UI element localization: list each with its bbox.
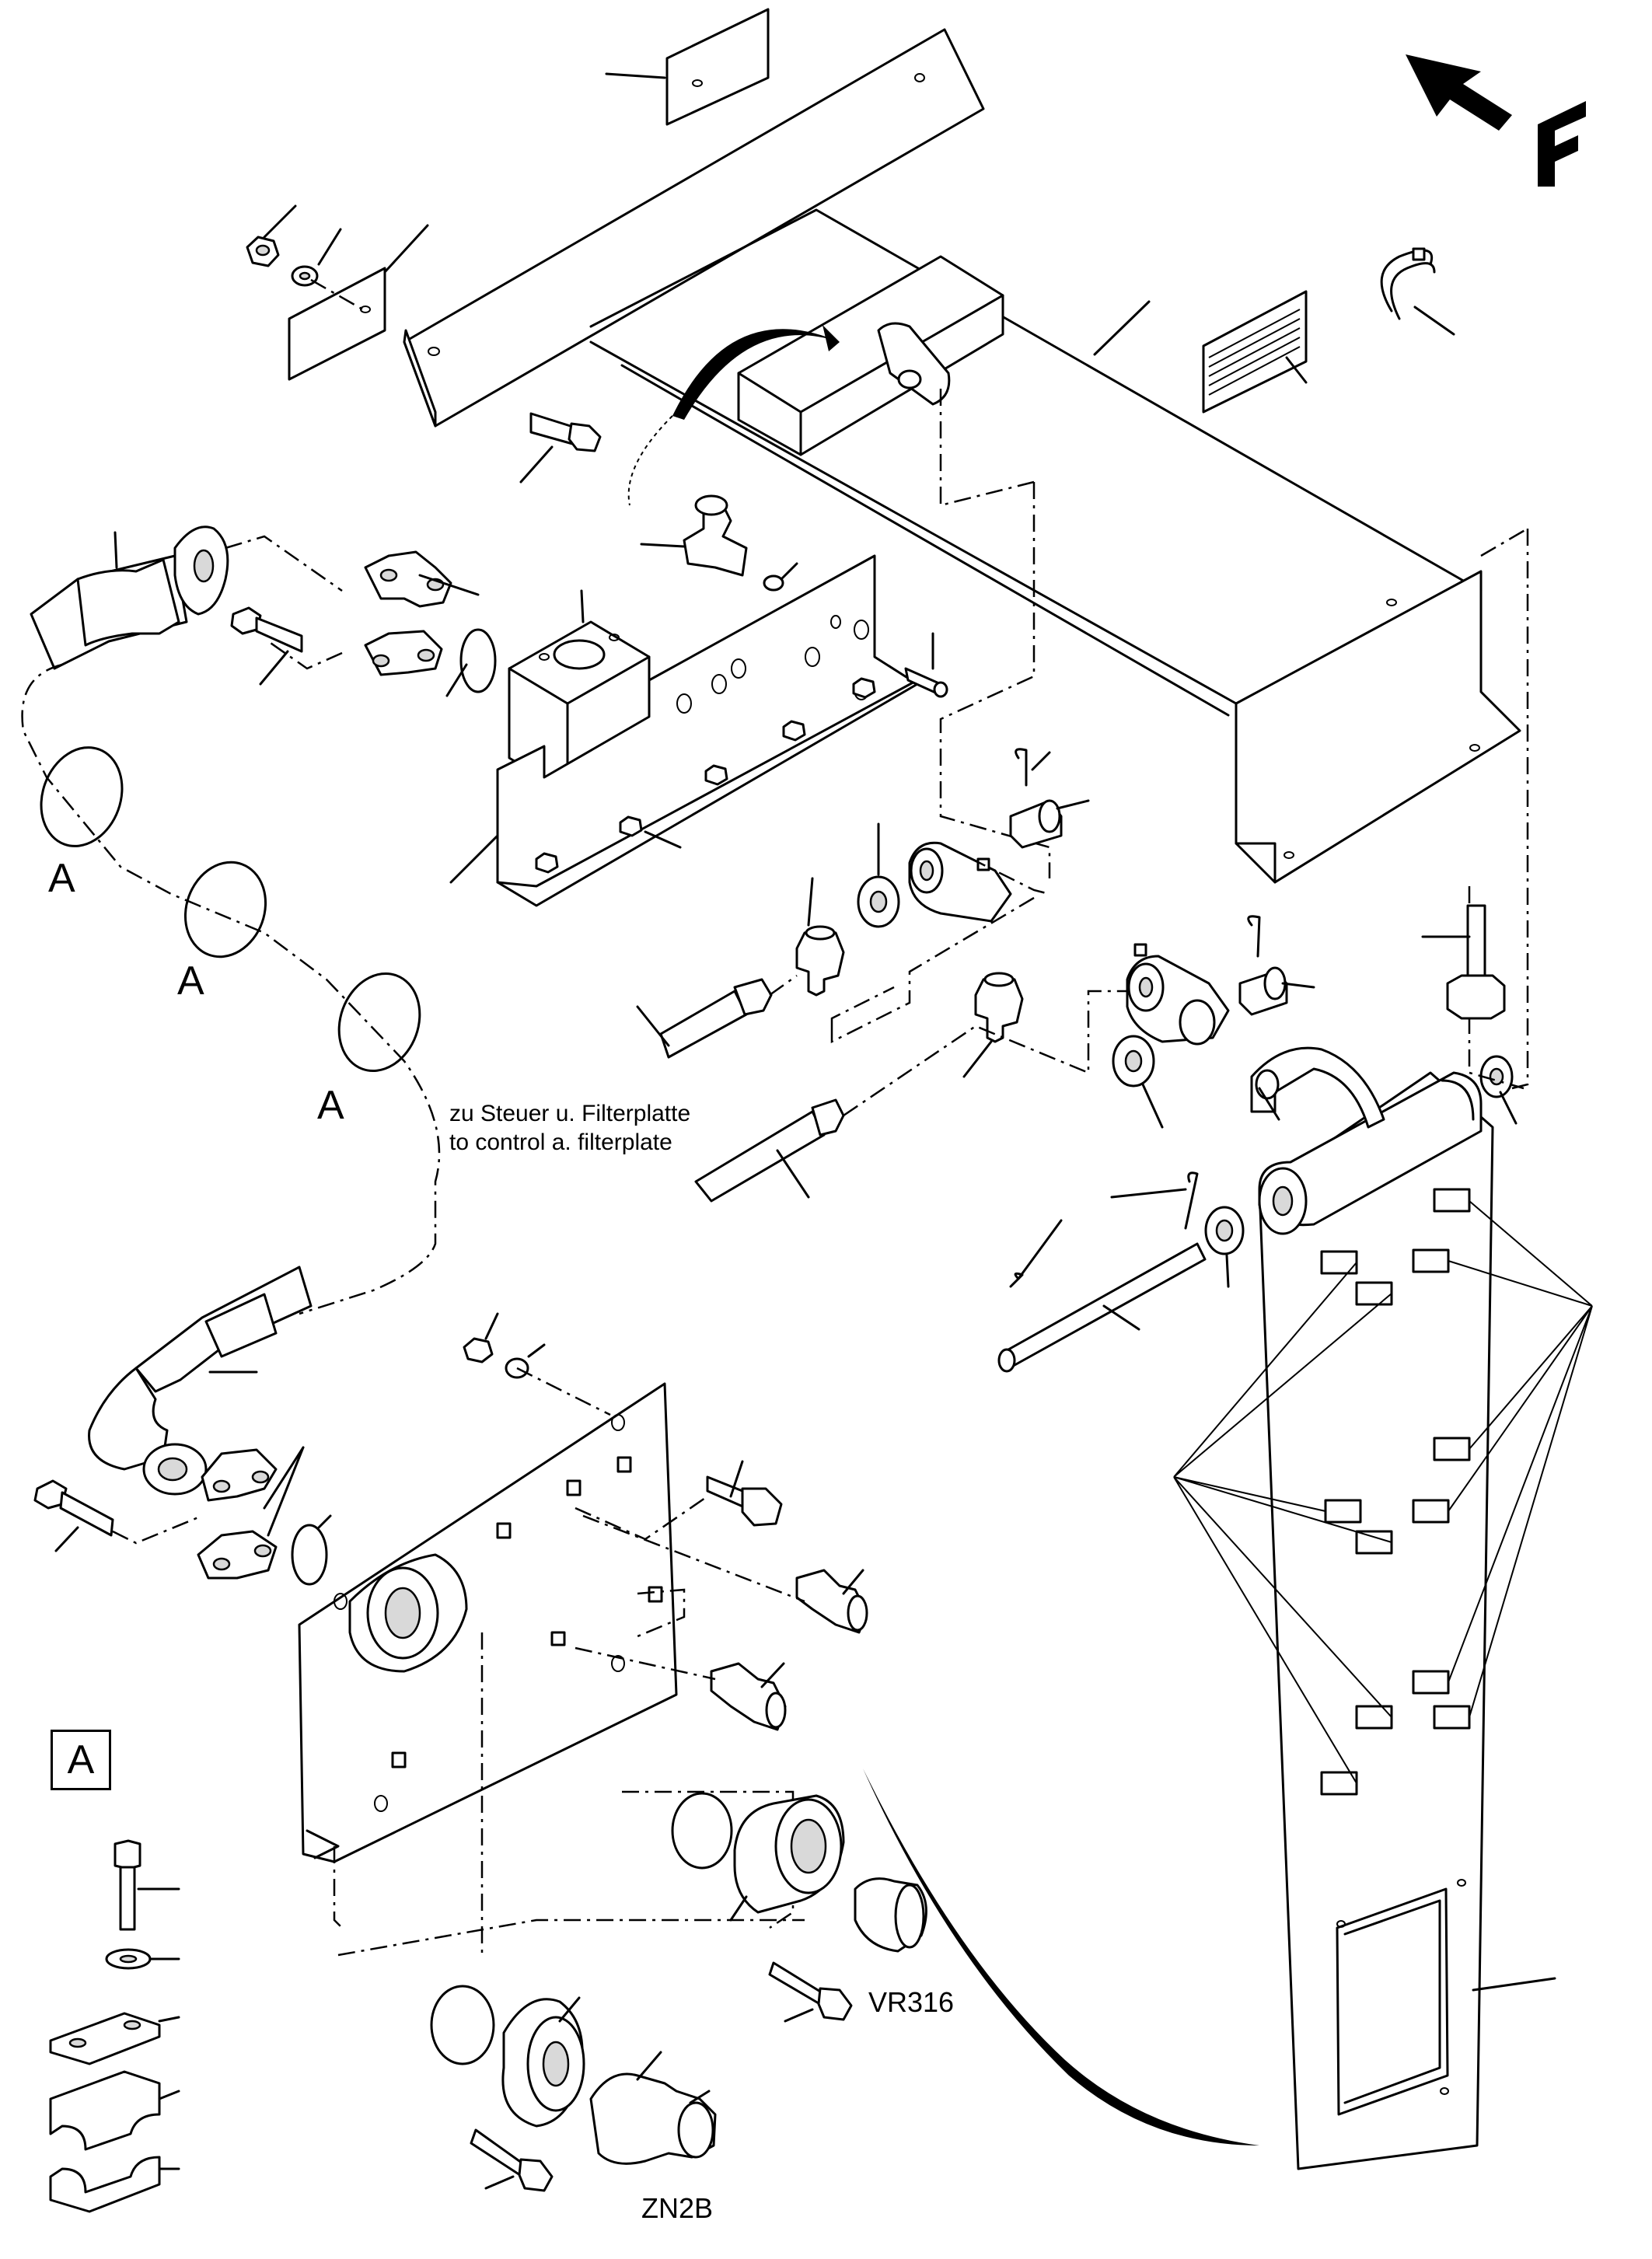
adapter-fitting-1 (795, 1569, 868, 1634)
hose-lower-left (88, 1266, 313, 1496)
clevis-cylinder-upper (908, 841, 1012, 923)
clamp-leader-lines (1173, 1200, 1593, 1784)
split-flange-upper (364, 550, 480, 676)
split-flange-lower (197, 1446, 305, 1580)
nut (246, 204, 297, 267)
assembly-line-21 (1511, 529, 1529, 1090)
assembly-line-5 (267, 640, 343, 670)
reference-arrow (672, 329, 840, 420)
vr316-screw (768, 1961, 853, 2023)
assembly-line-20 (843, 990, 1127, 1117)
o-ring-lower (291, 1514, 332, 1586)
label-plate (1202, 290, 1308, 414)
flange-bolt-upper (230, 606, 303, 686)
cover-plate-left (288, 224, 429, 381)
detail-a-washer (105, 1948, 180, 1970)
coupling-flange (501, 1996, 585, 2128)
angle-bracket (403, 28, 985, 428)
section-circle-1 (40, 746, 124, 847)
boom-hex-bolt (1421, 904, 1506, 1020)
detail-a-clamp-upper (49, 2070, 180, 2151)
pivot-block (737, 255, 1004, 456)
assembly-line-18 (830, 986, 895, 1026)
o-ring-3 (671, 1792, 733, 1870)
zn2b-coupling (589, 2051, 717, 2165)
threaded-stud (904, 632, 948, 698)
dust-cap (854, 1877, 927, 1953)
assembly-line-16 (940, 842, 1050, 896)
plate-nuts (535, 677, 876, 874)
detail-a-box: A (51, 1730, 111, 1790)
assembly-line-4 (225, 535, 343, 592)
assembly-line-9 (582, 1514, 805, 1603)
reference-arc (863, 1768, 1259, 2146)
section-marker-a-2: A (177, 958, 204, 1004)
assembly-line-6 (112, 1514, 203, 1545)
split-pin-lower (1247, 915, 1261, 958)
pin-lower (1238, 966, 1315, 1016)
hex-bolt (519, 412, 602, 484)
o-ring-upper (445, 628, 497, 697)
section-circle-3 (337, 972, 421, 1073)
reference-arrow-head (823, 325, 840, 351)
section-marker-a-1: A (48, 856, 75, 901)
assembly-line-3 (939, 389, 1035, 507)
section-circle-2 (183, 861, 267, 958)
adapter-fitting-2 (710, 1662, 787, 1731)
assembly-line-22 (1468, 886, 1525, 1090)
tee-fitting-lower (962, 972, 1024, 1078)
lower-hex-bolt (706, 1460, 783, 1527)
pin-upper (1009, 799, 1090, 849)
hose-mid-right (694, 1098, 845, 1203)
note-line-german: zu Steuer u. Filterplatte (449, 1101, 691, 1126)
reference-dotted (627, 415, 673, 506)
assembly-line-17 (830, 896, 1035, 1044)
control-plate (449, 554, 919, 907)
washer-arm (1204, 1206, 1245, 1288)
tee-fitting-upper (795, 877, 845, 997)
hose-route-dashed (21, 663, 441, 1315)
hose-upper-left (30, 525, 229, 670)
assembly-line-11 (637, 1588, 686, 1638)
boom-clamps (1320, 1188, 1471, 1796)
boom-lug (1250, 1046, 1385, 1129)
zn2b-screw (470, 2128, 554, 2192)
assembly-line-23 (1480, 527, 1528, 557)
hose-upper-right (636, 978, 773, 1059)
part-label-vr316: VR316 (868, 1986, 955, 2018)
washer-upper-pin (857, 822, 900, 928)
washer (291, 228, 342, 287)
assembly-line-10 (575, 1646, 716, 1681)
front-direction-arrow-icon (1406, 54, 1586, 187)
assembly-line-19 (769, 974, 798, 997)
washer-lower-pin (1112, 1035, 1164, 1129)
o-ring-4 (430, 1985, 495, 2065)
long-pin (997, 1242, 1207, 1373)
assembly-line (310, 278, 366, 312)
coupling-plate (298, 1382, 678, 1863)
boom-arm (1258, 1071, 1556, 2170)
coupling-housing (729, 1794, 845, 1922)
lower-nut-washer (463, 1312, 546, 1379)
assembly-line-7 (516, 1367, 611, 1416)
main-frame (589, 208, 1521, 884)
detail-a-cover-plate (49, 2012, 180, 2065)
assembly-line-15 (337, 1919, 805, 1957)
assembly-line-13 (333, 1846, 343, 1929)
clevis-cylinder-lower (1126, 943, 1230, 1046)
hose-clamp (1380, 247, 1455, 336)
cover-plate-top (605, 8, 770, 126)
note-line-english: to control a. filterplate (449, 1130, 672, 1155)
split-pin-upper (1015, 748, 1051, 787)
detail-a-clamp-lower (49, 2156, 180, 2213)
detail-a-bolt (114, 1839, 180, 1931)
flange-bolt-lower (33, 1479, 114, 1552)
section-marker-a-3: A (317, 1083, 344, 1128)
split-pin-arm (1110, 1171, 1199, 1230)
washer-boom (1479, 1055, 1518, 1125)
elbow-fitting (640, 494, 798, 592)
split-pin-long (1009, 1219, 1063, 1288)
part-label-zn2b: ZN2B (641, 2192, 714, 2224)
